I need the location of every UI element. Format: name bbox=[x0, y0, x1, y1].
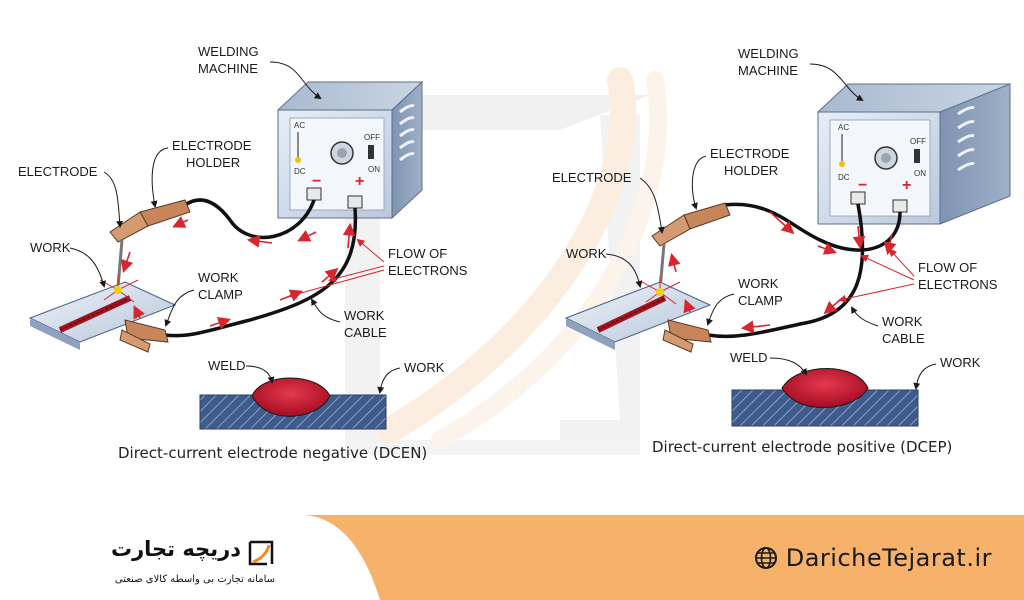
selector-knob-left bbox=[295, 157, 301, 163]
on-label: ON bbox=[368, 165, 380, 174]
brand-block[interactable]: دریچه تجارت سامانه تجارت بی واسطه کالای … bbox=[90, 537, 275, 592]
work-plate-right bbox=[564, 276, 712, 350]
label-work-cross-right: WORK bbox=[940, 355, 981, 370]
welding-machine-left: AC DC OFF ON − + bbox=[276, 80, 424, 220]
footer-banner: دریچه تجارت سامانه تجارت بی واسطه کالای … bbox=[0, 515, 1024, 600]
label-work-clamp-right-1: WORK bbox=[738, 276, 779, 291]
brand-tagline: سامانه تجارت بی واسطه کالای صنعتی bbox=[114, 574, 275, 585]
label-work-cross-left: WORK bbox=[404, 360, 445, 375]
dcep-diagram: AC DC OFF ON − + bbox=[552, 46, 1012, 456]
selector-knob-right bbox=[839, 161, 845, 167]
website-url: DaricheTejarat.ir bbox=[785, 544, 992, 572]
plus-sign-right: + bbox=[902, 177, 911, 194]
label-electrode-holder-left-1: ELECTRODE bbox=[172, 138, 252, 153]
label-work-cable-left-2: CABLE bbox=[344, 325, 387, 340]
welding-machine-right: AC DC OFF ON − + bbox=[816, 83, 1012, 225]
label-work-clamp-left-1: WORK bbox=[198, 270, 239, 285]
electrode-holder-right bbox=[651, 202, 731, 291]
label-work-cable-left-1: WORK bbox=[344, 308, 385, 323]
minus-sign-right: − bbox=[858, 177, 867, 194]
negative-terminal-left bbox=[306, 187, 322, 201]
caption-dcep: Direct-current electrode positive (DCEP) bbox=[652, 438, 952, 456]
label-electrode-holder-right-2: HOLDER bbox=[724, 163, 778, 178]
minus-sign-left: − bbox=[312, 173, 321, 190]
label-flow-electrons-right-1: FLOW OF bbox=[918, 260, 977, 275]
electrode-rod-left bbox=[116, 239, 124, 289]
off-label-right: OFF bbox=[910, 137, 926, 146]
website-link[interactable]: DaricheTejarat.ir bbox=[754, 542, 992, 574]
label-flow-electrons-left-1: FLOW OF bbox=[388, 246, 447, 261]
work-plate-left bbox=[28, 274, 177, 350]
ac-label: AC bbox=[294, 121, 305, 130]
dc-label-right: DC bbox=[838, 173, 850, 182]
label-work-left: WORK bbox=[30, 240, 71, 255]
work-clamp-right bbox=[662, 319, 712, 353]
label-welding-machine-left-1: WELDING bbox=[198, 44, 259, 59]
label-flow-electrons-left-2: ELECTRONS bbox=[388, 263, 468, 278]
on-label-right: ON bbox=[914, 169, 926, 178]
negative-terminal-right bbox=[850, 191, 866, 205]
ac-label-right: AC bbox=[838, 123, 849, 132]
label-work-clamp-left-2: CLAMP bbox=[198, 287, 243, 302]
label-electrode-holder-right-1: ELECTRODE bbox=[710, 146, 790, 161]
label-flow-electrons-right-2: ELECTRONS bbox=[918, 277, 998, 292]
off-label: OFF bbox=[364, 133, 380, 142]
dcen-diagram: AC DC OFF ON − + bbox=[18, 44, 468, 462]
label-weld-left: WELD bbox=[208, 358, 246, 373]
watermark-logo bbox=[345, 67, 668, 455]
label-work-cable-right-1: WORK bbox=[882, 314, 923, 329]
work-cable-left bbox=[164, 207, 358, 338]
label-electrode-holder-left-2: HOLDER bbox=[186, 155, 240, 170]
label-work-right: WORK bbox=[566, 246, 607, 261]
dariche-logo-icon bbox=[248, 540, 274, 566]
dc-label: DC bbox=[294, 167, 306, 176]
label-welding-machine-left-2: MACHINE bbox=[198, 61, 258, 76]
footer-white-curve bbox=[0, 515, 380, 600]
electron-flow-arrows-right bbox=[668, 211, 897, 334]
positive-terminal-left bbox=[347, 195, 363, 209]
weld-cross-section-left bbox=[199, 377, 387, 430]
label-work-cable-right-2: CABLE bbox=[882, 331, 925, 346]
label-work-clamp-right-2: CLAMP bbox=[738, 293, 783, 308]
power-switch-right bbox=[914, 149, 920, 163]
work-clamp-left bbox=[119, 319, 169, 353]
weld-cross-section-right bbox=[731, 368, 919, 427]
brand-name: دریچه تجارت bbox=[110, 537, 241, 561]
label-electrode-right: ELECTRODE bbox=[552, 170, 632, 185]
plus-sign-left: + bbox=[355, 173, 364, 190]
electrode-cable-left bbox=[184, 198, 316, 240]
welding-polarity-diagram: AC DC OFF ON − + bbox=[18, 44, 1012, 462]
label-electrode-left: ELECTRODE bbox=[18, 164, 98, 179]
electrode-holder-left bbox=[109, 199, 191, 289]
work-cable-right bbox=[707, 203, 865, 339]
positive-terminal-right bbox=[892, 199, 908, 213]
label-welding-machine-right-1: WELDING bbox=[738, 46, 799, 61]
power-switch-left bbox=[368, 145, 374, 159]
label-weld-right: WELD bbox=[730, 350, 768, 365]
globe-icon bbox=[754, 547, 777, 569]
caption-dcen: Direct-current electrode negative (DCEN) bbox=[118, 444, 427, 462]
label-welding-machine-right-2: MACHINE bbox=[738, 63, 798, 78]
